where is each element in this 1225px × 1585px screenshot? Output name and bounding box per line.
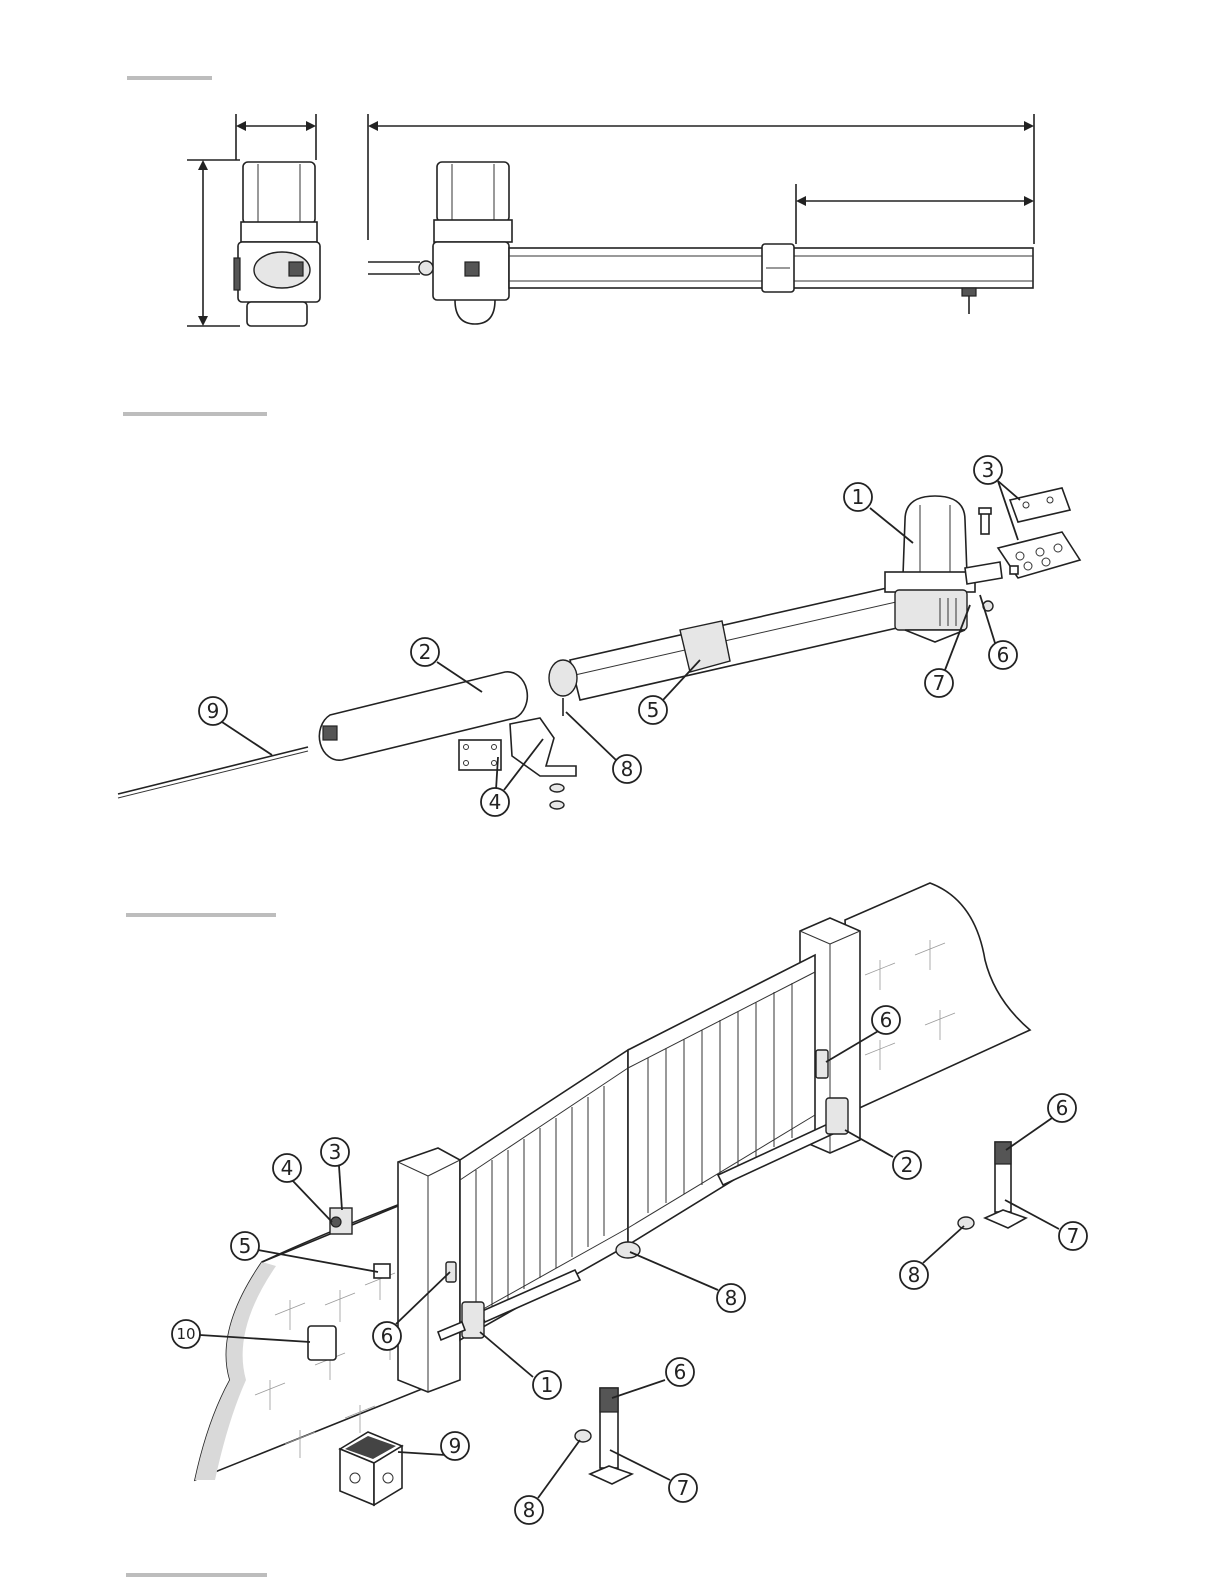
gate-right-leaf [628, 955, 815, 1245]
photocell-left [446, 1262, 456, 1282]
callout-label: 8 [523, 1498, 536, 1522]
callout-label: 1 [852, 485, 865, 509]
callout-label: 3 [329, 1140, 342, 1164]
callout-label: 8 [908, 1263, 921, 1287]
callout-label: 8 [725, 1286, 738, 1310]
callout-label: 6 [381, 1324, 394, 1348]
callout-label: 2 [901, 1153, 914, 1177]
motor-unit [885, 496, 975, 642]
callout-label: 3 [982, 458, 995, 482]
callout-label: 6 [880, 1008, 893, 1032]
photocell-right [816, 1050, 828, 1078]
post-right [985, 1142, 1026, 1228]
callout-label: 2 [419, 640, 432, 664]
motor-end-view [234, 162, 320, 326]
dimension-drawing [187, 114, 1034, 326]
front-bracket [510, 718, 576, 776]
callout-label: 9 [207, 699, 220, 723]
callout-label: 1 [541, 1373, 554, 1397]
callout-label: 8 [621, 757, 634, 781]
callout-label: 6 [1056, 1096, 1069, 1120]
post-front [590, 1388, 632, 1484]
stop-front [575, 1430, 591, 1442]
callout-label: 5 [647, 698, 660, 722]
callout-label: 9 [449, 1434, 462, 1458]
callout-label: 7 [677, 1476, 690, 1500]
release-rod [118, 747, 308, 794]
front-plate [1010, 488, 1070, 522]
callout-label: 7 [1067, 1224, 1080, 1248]
right-wall [845, 883, 1030, 1110]
junction-box [340, 1432, 402, 1505]
callout-label: 5 [239, 1234, 252, 1258]
components-callouts: 1 2 3 4 5 6 7 8 9 [199, 456, 1020, 816]
callout-label: 6 [674, 1360, 687, 1384]
callout-label: 4 [489, 790, 502, 814]
stop-right [958, 1217, 974, 1229]
callout-label: 10 [176, 1325, 195, 1343]
callout-label: 6 [997, 643, 1010, 667]
callout-label: 4 [281, 1156, 294, 1180]
actuator-side-view [368, 162, 1033, 324]
components-drawing: 1 2 3 4 5 6 7 8 9 [118, 456, 1080, 816]
installation-drawing: 1 2 3 4 5 6 6 6 6 [172, 883, 1087, 1524]
callout-label: 7 [933, 671, 946, 695]
control-unit-box [308, 1326, 336, 1360]
antenna [331, 1217, 341, 1227]
